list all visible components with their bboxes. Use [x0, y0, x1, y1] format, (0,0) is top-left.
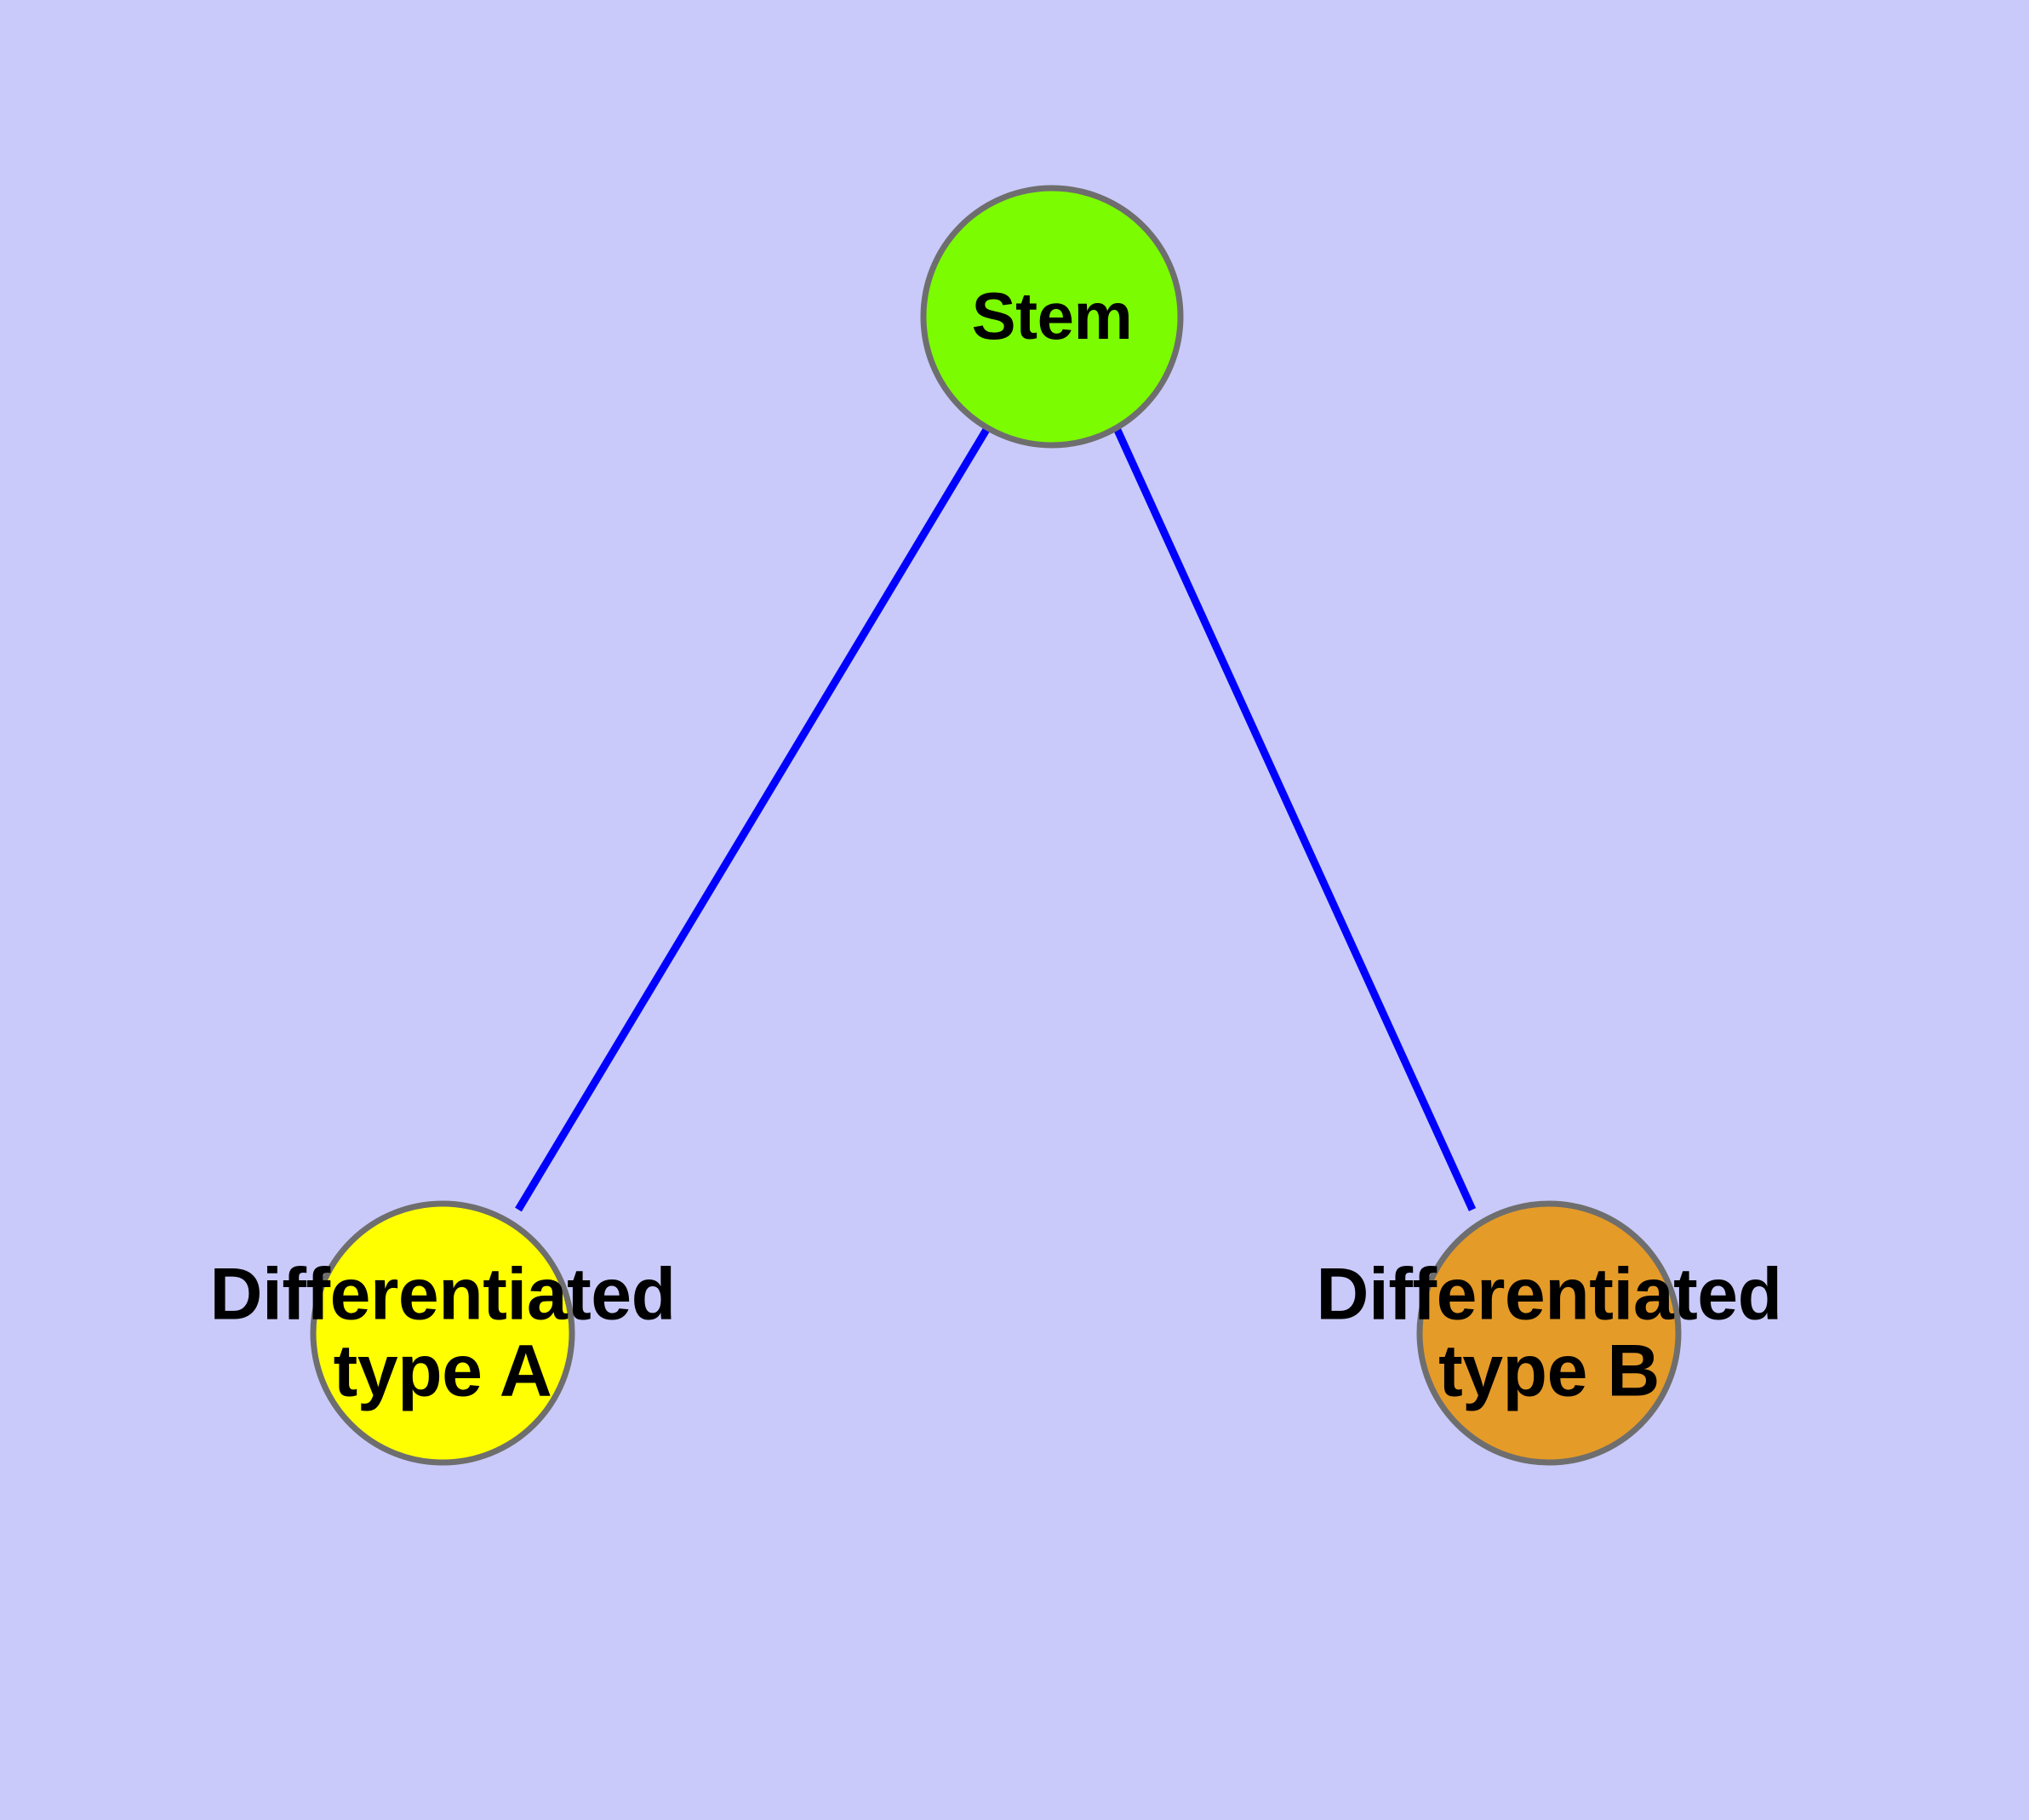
graph-node-diff_a[interactable] — [310, 1200, 575, 1466]
graph-edge-stem-diff_b — [1112, 426, 1477, 1211]
graph-node-diff_b[interactable] — [1416, 1200, 1682, 1466]
nodes-group — [310, 185, 1682, 1466]
graph-node-stem[interactable] — [920, 185, 1184, 449]
edges-group — [515, 426, 1477, 1212]
graph-edge-stem-diff_a — [515, 426, 991, 1212]
